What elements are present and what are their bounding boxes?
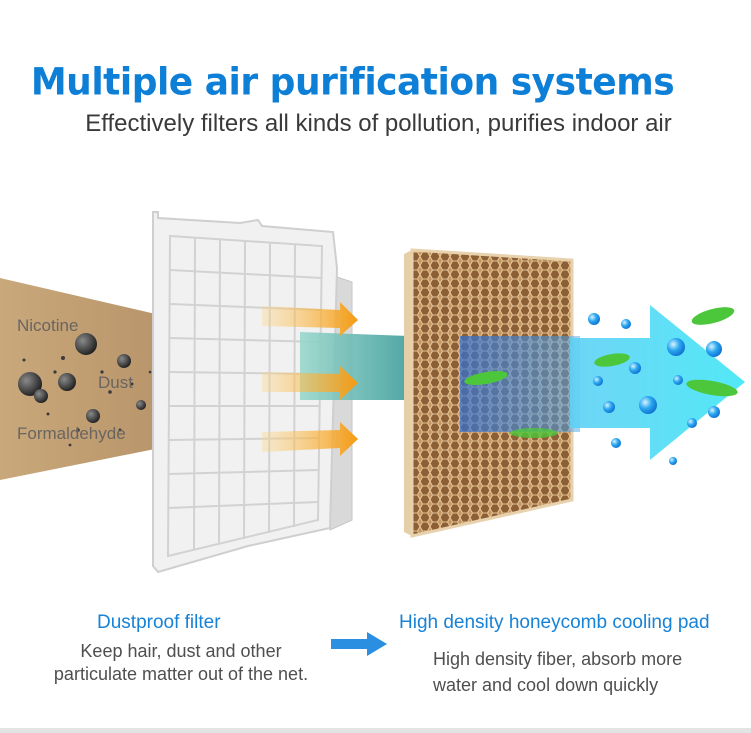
dust-particles: [18, 333, 152, 447]
water-bubbles: [588, 313, 722, 465]
page-title: Multiple air purification systems: [30, 60, 675, 105]
airflow-arrow-icon: [262, 302, 358, 456]
clean-air-arrow: [570, 305, 745, 460]
pollutant-label-dust: Dust: [98, 373, 133, 392]
dustproof-filter-description: Keep hair, dust and other particulate ma…: [0, 640, 362, 686]
right-arrow-icon: [331, 632, 387, 656]
honeycomb-pad-title: High density honeycomb cooling pad: [399, 612, 710, 633]
dustproof-filter-icon: [152, 211, 353, 574]
page-subtitle: Effectively filters all kinds of polluti…: [85, 110, 672, 137]
cooling-air-band: [460, 336, 580, 432]
dustproof-desc-line-2: particulate matter out of the net.: [53, 664, 309, 684]
bottom-divider: [0, 728, 751, 733]
dustproof-desc-line-1: Keep hair, dust and other: [80, 641, 282, 661]
honeycomb-desc-line-2: water and cool down quickly: [433, 675, 659, 695]
honeycomb-desc-line-1: High density fiber, absorb more: [433, 649, 683, 669]
pollutant-label-nicotine: Nicotine: [17, 316, 79, 335]
honeycomb-pad-description: High density fiber, absorb more water an…: [433, 648, 682, 697]
leaf-particles: [464, 307, 738, 438]
pollutant-label-formaldehyde: Formaldehyde: [17, 424, 126, 443]
dustproof-filter-title: Dustproof filter: [97, 612, 221, 633]
